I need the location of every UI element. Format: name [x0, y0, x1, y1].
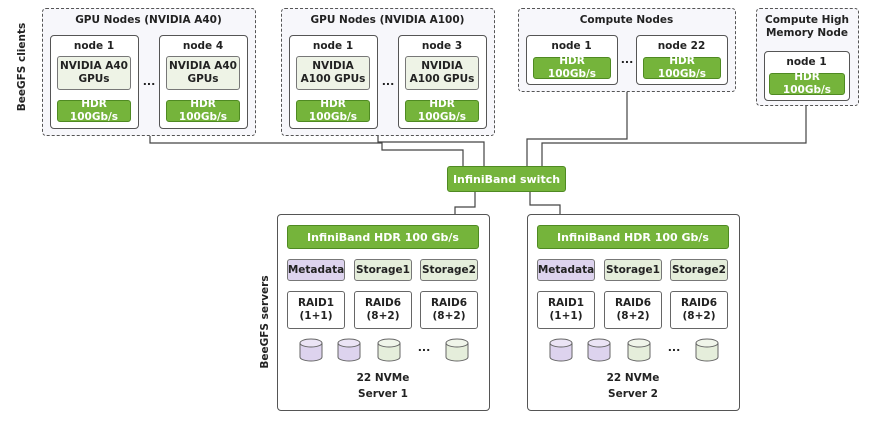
server-1-disk-ellipsis: ...	[417, 341, 431, 354]
compute-group-title: Compute Nodes	[579, 14, 674, 26]
compute-ellipsis: ...	[620, 53, 634, 66]
server-2-disks	[549, 338, 719, 362]
server-1-raid1: RAID1 (1+1)	[287, 291, 345, 329]
server-2-disk-ellipsis: ...	[667, 341, 681, 354]
a100-node-3-title: node 3	[421, 40, 463, 52]
server-1-raid6-b: RAID6 (8+2)	[420, 291, 478, 329]
server-2-raid1: RAID1 (1+1)	[537, 291, 595, 329]
server-1-storage1: Storage1	[354, 259, 412, 281]
compute-node-22-title: node 22	[657, 40, 706, 52]
disk-icon-storage-2	[445, 338, 469, 362]
compute-node-1-title: node 1	[551, 40, 592, 52]
a100-node-1-title: node 1	[312, 40, 354, 52]
a40-node-4-hdr: HDR 100Gb/s	[166, 98, 240, 123]
a100-node-3: node 3 NVIDIA A100 GPUs HDR 100Gb/s	[398, 35, 487, 129]
disk-icon-metadata-2	[587, 338, 611, 362]
high-memory-group: Compute High Memory Node node 1 HDR 100G…	[756, 8, 859, 106]
disk-icon-metadata-1	[299, 338, 323, 362]
infiniband-switch: InfiniBand switch	[447, 166, 566, 192]
high-memory-node-1-hdr: HDR 100Gb/s	[769, 71, 845, 96]
disk-icon-metadata-1	[549, 338, 573, 362]
compute-node-22-hdr: HDR 100Gb/s	[643, 55, 721, 80]
clients-side-label: BeeGFS clients	[16, 22, 28, 112]
compute-nodes-group: Compute Nodes node 1 HDR 100Gb/s ... nod…	[518, 8, 736, 92]
server-1-disks	[299, 338, 469, 362]
disk-icon-metadata-2	[337, 338, 361, 362]
a100-node-3-hdr: HDR 100Gb/s	[405, 98, 479, 123]
a100-ellipsis: ...	[381, 75, 395, 88]
wire-a100	[377, 136, 485, 166]
server-2-storage1: Storage1	[604, 259, 662, 281]
a40-node-1: node 1 NVIDIA A40 GPUs HDR 100Gb/s	[50, 35, 139, 129]
disk-icon-storage-1	[377, 338, 401, 362]
disk-icon-storage-2	[695, 338, 719, 362]
a40-ellipsis: ...	[142, 75, 156, 88]
server-2-raid6-b: RAID6 (8+2)	[670, 291, 728, 329]
high-memory-node-1: node 1 HDR 100Gb/s	[764, 51, 850, 101]
wire-highmem	[541, 106, 807, 166]
server-1-nvme: 22 NVMe	[356, 371, 410, 384]
server-2-raid6-a: RAID6 (8+2)	[604, 291, 662, 329]
server-1-raid6-a: RAID6 (8+2)	[354, 291, 412, 329]
a40-node-1-title: node 1	[73, 40, 115, 52]
server-2-name: Server 2	[608, 387, 658, 400]
high-memory-group-title: Compute High Memory Node	[764, 14, 850, 39]
disk-icon-storage-1	[627, 338, 651, 362]
high-memory-node-1-title: node 1	[786, 56, 827, 68]
a100-node-1-gpu: NVIDIA A100 GPUs	[296, 56, 370, 90]
a40-node-4: node 4 NVIDIA A40 GPUs HDR 100Gb/s	[159, 35, 248, 129]
a100-node-1-hdr: HDR 100Gb/s	[296, 98, 370, 123]
compute-node-1-hdr: HDR 100Gb/s	[533, 55, 611, 80]
server-1-infiniband: InfiniBand HDR 100 Gb/s	[287, 225, 479, 249]
a40-node-1-hdr: HDR 100Gb/s	[57, 98, 131, 123]
a100-node-3-gpu: NVIDIA A100 GPUs	[405, 56, 479, 90]
wire-compute	[526, 92, 628, 166]
a40-node-4-gpu: NVIDIA A40 GPUs	[166, 56, 240, 90]
server-1-name: Server 1	[358, 387, 408, 400]
gpu-a40-group: GPU Nodes (NVIDIA A40) node 1 NVIDIA A40…	[42, 8, 256, 136]
server-2-metadata: Metadata	[537, 259, 595, 281]
gpu-a100-group: GPU Nodes (NVIDIA A100) node 1 NVIDIA A1…	[281, 8, 495, 136]
server-2-storage2: Storage2	[670, 259, 728, 281]
server-1-storage2: Storage2	[420, 259, 478, 281]
a100-node-1: node 1 NVIDIA A100 GPUs HDR 100Gb/s	[289, 35, 378, 129]
server-2: InfiniBand HDR 100 Gb/s Metadata Storage…	[527, 214, 740, 411]
servers-side-label: BeeGFS servers	[259, 275, 271, 369]
server-2-infiniband: InfiniBand HDR 100 Gb/s	[537, 225, 729, 249]
wire-a40	[149, 136, 464, 166]
compute-node-22: node 22 HDR 100Gb/s	[636, 35, 728, 85]
a40-node-1-gpu: NVIDIA A40 GPUs	[57, 56, 131, 90]
compute-node-1: node 1 HDR 100Gb/s	[526, 35, 618, 85]
server-1-metadata: Metadata	[287, 259, 345, 281]
server-2-nvme: 22 NVMe	[606, 371, 660, 384]
gpu-a40-group-title: GPU Nodes (NVIDIA A40)	[75, 14, 222, 26]
gpu-a100-group-title: GPU Nodes (NVIDIA A100)	[310, 14, 465, 26]
server-1: InfiniBand HDR 100 Gb/s Metadata Storage…	[277, 214, 490, 411]
a40-node-4-title: node 4	[182, 40, 224, 52]
